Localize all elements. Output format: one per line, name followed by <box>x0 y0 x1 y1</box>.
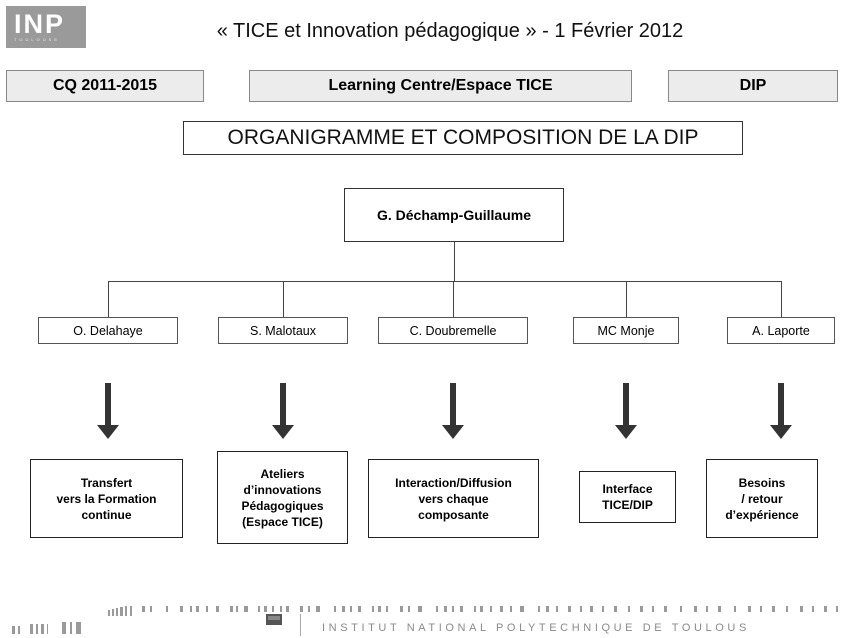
down-arrow-icon <box>770 383 792 439</box>
logo-text: INP <box>14 9 66 39</box>
presentation-title: « TICE et Innovation pédagogique » - 1 F… <box>216 20 684 42</box>
role-node: Interface TICE/DIP <box>579 471 676 523</box>
logo-subtext: TOULOUSE <box>14 37 60 42</box>
member-node: A. Laporte <box>727 317 835 344</box>
down-arrow-icon <box>272 383 294 439</box>
footer-institution: INSTITUT NATIONAL POLYTECHNIQUE DE TOULO… <box>322 622 750 634</box>
role-node: Interaction/Diffusion vers chaque compos… <box>368 459 539 538</box>
role-node: Besoins / retour d’expérience <box>706 459 818 538</box>
member-connector <box>781 281 782 317</box>
footer-barcode-decoration <box>12 606 838 636</box>
down-arrow-icon <box>97 383 119 439</box>
role-node: Ateliers d’innovations Pédagogiques (Esp… <box>217 451 348 544</box>
member-node: O. Delahaye <box>38 317 178 344</box>
tab-learning-centre: Learning Centre/Espace TICE <box>249 70 632 102</box>
member-node: C. Doubremelle <box>378 317 528 344</box>
member-connector <box>626 281 627 317</box>
root-node: G. Déchamp-Guillaume <box>344 188 564 242</box>
member-node: S. Malotaux <box>218 317 348 344</box>
inp-logo: INP TOULOUSE <box>6 6 86 48</box>
member-connector <box>453 281 454 317</box>
down-arrow-icon <box>442 383 464 439</box>
chart-title: ORGANIGRAMME ET COMPOSITION DE LA DIP <box>183 121 743 155</box>
member-connector <box>108 281 109 317</box>
tab-dip: DIP <box>668 70 838 102</box>
tab-cq: CQ 2011-2015 <box>6 70 204 102</box>
role-node: Transfert vers la Formation continue <box>30 459 183 538</box>
member-node: MC Monje <box>573 317 679 344</box>
root-connector <box>454 242 455 281</box>
horizontal-connector <box>108 281 781 282</box>
down-arrow-icon <box>615 383 637 439</box>
member-connector <box>283 281 284 317</box>
